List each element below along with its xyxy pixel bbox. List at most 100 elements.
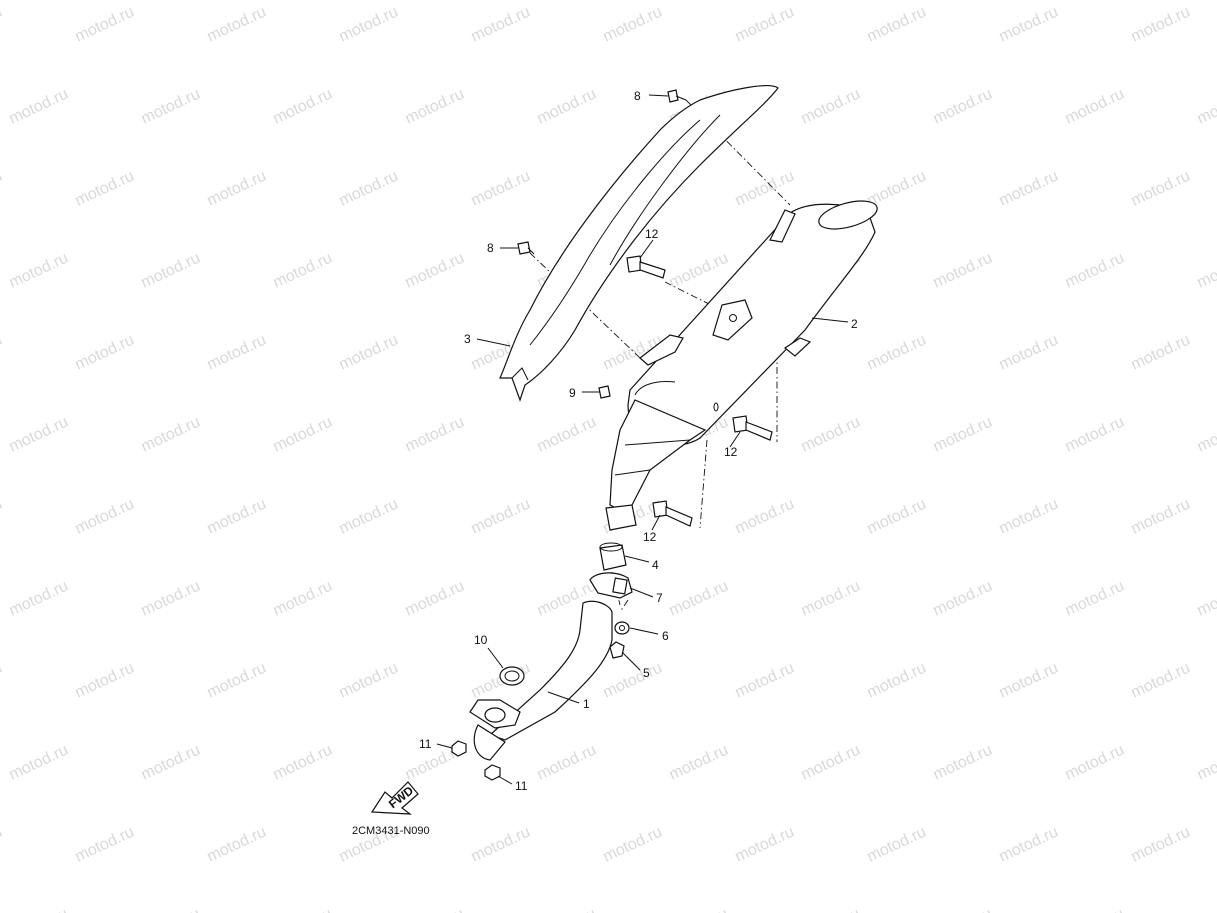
watermark-text: motod.ru: [73, 496, 137, 538]
watermark-text: motod.ru: [865, 496, 929, 538]
watermark-text: motod.ru: [139, 578, 203, 620]
watermark-text: motod.ru: [535, 742, 599, 784]
watermark-text: motod.ru: [931, 578, 995, 620]
watermark-text: motod.ru: [0, 4, 5, 46]
watermark-text: motod.ru: [271, 742, 335, 784]
watermark-text: motod.ru: [667, 250, 731, 292]
watermark-text: motod.ru: [403, 86, 467, 128]
watermark-text: motod.ru: [601, 4, 665, 46]
watermark-text: motod.ru: [205, 4, 269, 46]
callout-10: 10: [474, 633, 488, 647]
watermark-text: motod.ru: [337, 332, 401, 374]
watermark-text: motod.ru: [469, 168, 533, 210]
watermark-text: motod.ru: [205, 496, 269, 538]
callout-5: 5: [643, 666, 650, 680]
callout-9: 9: [569, 386, 576, 400]
bolt-middle-part: [732, 415, 773, 441]
watermark-text: motod.ru: [535, 906, 599, 913]
watermark-text: motod.ru: [73, 824, 137, 866]
watermark-text: motod.ru: [271, 906, 335, 913]
heat-shield-part: [499, 85, 779, 402]
watermark-text: motod.ru: [997, 168, 1061, 210]
watermark-text: motod.ru: [337, 496, 401, 538]
callout-12-middle: 12: [724, 445, 738, 459]
watermark-text: motod.ru: [1063, 250, 1127, 292]
nut-part: [609, 641, 625, 659]
callout-12-upper: 12: [645, 227, 659, 241]
watermark-text: motod.ru: [271, 86, 335, 128]
screw-top-part: [667, 89, 687, 103]
watermark-text: motod.ru: [73, 660, 137, 702]
screw-left-part: [517, 241, 535, 255]
watermark-text: motod.ru: [139, 86, 203, 128]
watermark-text: motod.ru: [337, 660, 401, 702]
watermark-text: motod.ru: [799, 86, 863, 128]
watermark-text: motod.ru: [0, 332, 5, 374]
callout-3: 3: [464, 332, 471, 346]
watermark-text: motod.ru: [997, 4, 1061, 46]
watermark-text: motod.ru: [1195, 742, 1217, 784]
watermark-text: motod.ru: [205, 168, 269, 210]
watermark-text: motod.ru: [997, 332, 1061, 374]
washer-part: [614, 621, 630, 635]
watermark-text: motod.ru: [667, 578, 731, 620]
watermark-text: motod.ru: [997, 824, 1061, 866]
callout-11-bottom: 11: [515, 779, 528, 793]
watermark-text: motod.ru: [205, 660, 269, 702]
watermark-text: motod.ru: [601, 824, 665, 866]
watermark-text: motod.ru: [799, 906, 863, 913]
watermark-text: motod.ru: [403, 906, 467, 913]
watermark-text: motod.ru: [7, 906, 71, 913]
callout-12-lower: 12: [643, 530, 657, 544]
watermark-text: motod.ru: [1063, 414, 1127, 456]
watermark-text: motod.ru: [271, 250, 335, 292]
watermark-text: motod.ru: [931, 742, 995, 784]
watermark-text: motod.ru: [733, 824, 797, 866]
watermark-text: motod.ru: [0, 824, 5, 866]
watermark-text: motod.ru: [1129, 168, 1193, 210]
clip-part: [598, 385, 611, 399]
watermark-text: motod.ru: [139, 414, 203, 456]
watermark-text: motod.ru: [865, 660, 929, 702]
watermark-text: motod.ru: [1195, 578, 1217, 620]
flange-nut-bottom-part: [484, 764, 501, 781]
watermark-text: motod.ru: [1129, 4, 1193, 46]
watermark-text: motod.ru: [865, 332, 929, 374]
watermark-text: motod.ru: [1195, 414, 1217, 456]
watermark-text: motod.ru: [799, 414, 863, 456]
watermark-text: motod.ru: [931, 86, 995, 128]
watermark-text: motod.ru: [1195, 906, 1217, 913]
watermark-text: motod.ru: [1195, 250, 1217, 292]
watermark-text: motod.ru: [139, 250, 203, 292]
watermark-text: motod.ru: [403, 250, 467, 292]
bolt-lower-part: [652, 500, 693, 527]
watermark-text: motod.ru: [7, 250, 71, 292]
callout-2: 2: [851, 317, 858, 331]
watermark-text: motod.ru: [733, 4, 797, 46]
sleeve-gasket-part: [599, 542, 627, 571]
watermark-text: motod.ru: [799, 742, 863, 784]
watermark-text: motod.ru: [0, 660, 5, 702]
watermark-text: motod.ru: [601, 660, 665, 702]
watermark-text: motod.ru: [1129, 660, 1193, 702]
watermark-text: motod.ru: [1129, 496, 1193, 538]
watermark-text: motod.ru: [139, 906, 203, 913]
watermark-text: motod.ru: [865, 4, 929, 46]
exhaust-gasket-part: [499, 666, 525, 686]
bolt-upper-part: [626, 255, 666, 279]
watermark-text: motod.ru: [0, 168, 5, 210]
watermark-text: motod.ru: [469, 824, 533, 866]
callout-4: 4: [652, 558, 659, 572]
watermark-text: motod.ru: [337, 4, 401, 46]
watermark-text: motod.ru: [997, 496, 1061, 538]
muffler-part: [605, 200, 878, 531]
watermark-text: motod.ru: [337, 168, 401, 210]
watermark-text: motod.ru: [931, 250, 995, 292]
watermark-text: motod.ru: [271, 414, 335, 456]
flange-nut-top-part: [451, 740, 467, 757]
watermark-text: motod.ru: [931, 906, 995, 913]
watermark-text: motod.ru: [469, 4, 533, 46]
fwd-arrow-icon: FWD: [370, 781, 419, 815]
